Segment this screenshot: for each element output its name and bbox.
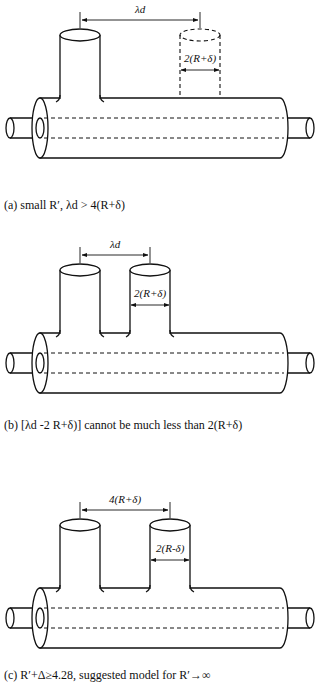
dimension-label: 4(R+δ) [107, 493, 143, 506]
dimension-label: λd [108, 238, 122, 251]
figure-caption: (a) small R′, λd > 4(R+δ) [4, 198, 316, 214]
figure-caption: (b) [λd -2 R+δ)] cannot be much less tha… [4, 418, 254, 434]
dimension-label: 2(R-δ) [154, 542, 186, 555]
dimension-label: 2(R+δ) [182, 52, 218, 65]
dimension-label: 2(R+δ) [132, 287, 168, 300]
dimension-label: λd [133, 3, 147, 16]
figure-caption: (c) R′+Δ≥4.28, suggested model for R′→∞ [4, 668, 316, 684]
